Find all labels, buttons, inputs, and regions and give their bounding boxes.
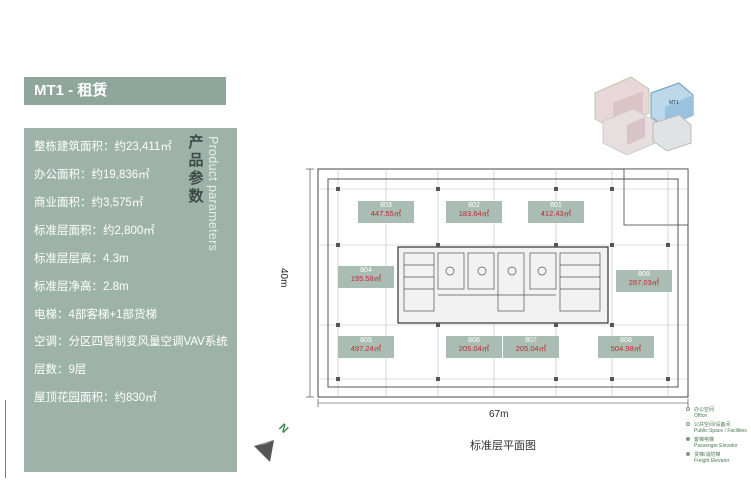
- param-clear-height: 标准层净高：2.8m: [34, 281, 129, 293]
- param-standard-floor-area: 标准层面积：约2,800㎡: [34, 225, 155, 237]
- plan-caption: 标准层平面图: [470, 440, 536, 452]
- width-dimension-label: 67m: [489, 409, 509, 420]
- params-title: 产 品 参 数: [188, 134, 204, 205]
- param-floor-height: 标准层层高：4.3m: [34, 253, 129, 265]
- product-params-panel: 整栋建筑面积：约23,411㎡ 办公面积：约19,836㎡ 商业面积：约3,57…: [24, 128, 237, 472]
- param-office-area: 办公面积：约19,836㎡: [34, 169, 150, 181]
- building-massing-icon: MT1: [594, 76, 694, 156]
- param-hvac: 空调：分区四管制变风量空调VAV系统: [34, 336, 228, 348]
- left-edge-line: [5, 400, 6, 478]
- param-floors: 层数：9层: [34, 364, 87, 376]
- building-label: MT1: [669, 100, 679, 106]
- north-label: N: [276, 422, 290, 436]
- param-elevators: 电梯：4部客梯+1部货梯: [34, 309, 158, 321]
- height-dimension-label: 40m: [278, 268, 289, 288]
- param-roof-garden: 屋顶花园面积：约830㎡: [34, 392, 157, 404]
- north-arrow-icon: N: [254, 422, 290, 462]
- params-title-en: Product parameters: [206, 136, 220, 252]
- param-commercial-area: 商业面积：约3,575㎡: [34, 197, 144, 209]
- page-title: MT1 - 租赁: [24, 77, 226, 105]
- param-total-area: 整栋建筑面积：约23,411㎡: [34, 141, 172, 153]
